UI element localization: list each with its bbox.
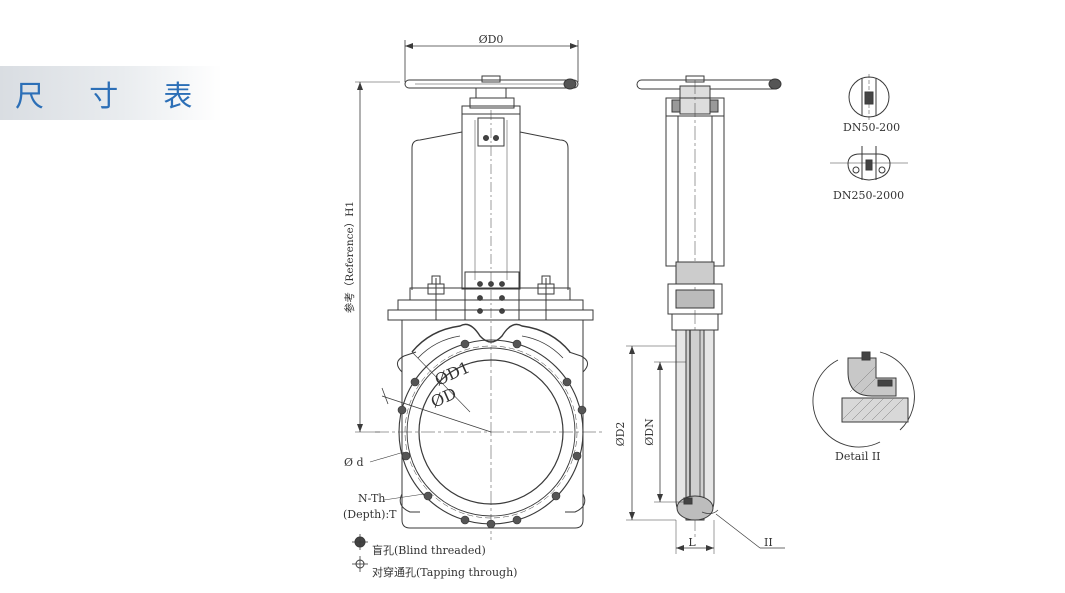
label-nth: N-Th: [358, 492, 385, 505]
front-view-labels: ØD0 参考（Reference）H1 ØD1 ØD Ø d N-Th (Dep…: [343, 33, 503, 521]
legend-through: 对穿通孔(Tapping through): [372, 565, 517, 579]
detail-ii: [812, 351, 915, 448]
label-detail-ii: Detail II: [835, 450, 881, 463]
label-d: ØD: [428, 384, 459, 412]
label-dn250-2000: DN250-2000: [833, 189, 904, 202]
label-h1: 参考（Reference）H1: [343, 201, 356, 313]
title-band: [0, 66, 222, 120]
side-view: [626, 75, 785, 554]
page-title: 尺 寸 表: [15, 79, 211, 113]
front-view: [355, 40, 605, 540]
detail-dn250: [830, 146, 908, 181]
label-do: ØD0: [479, 33, 504, 46]
label-dn: ØDN: [643, 418, 656, 446]
label-dn50-200: DN50-200: [843, 121, 900, 134]
label-l: L: [688, 536, 696, 549]
label-d1: ØD1: [432, 358, 473, 390]
detail-dn50: [848, 74, 890, 120]
label-small-d: Ø d: [344, 456, 364, 469]
detail-labels: DN50-200 DN250-2000 Detail II: [833, 121, 904, 463]
label-detail-ref: II: [764, 536, 773, 549]
label-d2: ØD2: [614, 422, 627, 447]
side-view-labels: ØD2 ØDN L II: [614, 418, 773, 549]
legend-blind: 盲孔(Blind threaded): [372, 543, 486, 557]
legend: 盲孔(Blind threaded) 对穿通孔(Tapping through): [352, 534, 517, 579]
label-depth: (Depth):T: [343, 508, 397, 521]
